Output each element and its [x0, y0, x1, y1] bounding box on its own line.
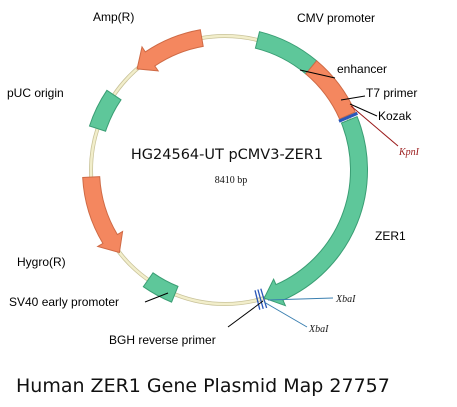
- kpni-label: KpnI: [398, 147, 420, 158]
- puc-origin-feature[interactable]: [88, 89, 122, 132]
- xbai-label-1: XbaI: [335, 294, 356, 305]
- xbai-site-marker-2: [257, 289, 264, 309]
- amp-label: Amp(R): [93, 10, 134, 24]
- zer1-gene-feature[interactable]: [263, 115, 368, 307]
- xbai-site-marker-1: [260, 288, 268, 309]
- hygro-label: Hygro(R): [17, 255, 66, 269]
- enhancer-label: enhancer: [337, 62, 387, 76]
- kozak-label: Kozak: [378, 109, 412, 123]
- t7-leader: [340, 95, 366, 101]
- sv40-promoter-feature[interactable]: [142, 272, 179, 303]
- enhancer-leader: [299, 69, 336, 79]
- feature-layer: [82, 29, 368, 307]
- puc-label: pUC origin: [7, 86, 64, 100]
- hygro-resistance-feature[interactable]: [82, 176, 124, 254]
- xbai-site-marker-3: [254, 290, 261, 310]
- kozak-leader: [349, 103, 378, 117]
- amp-resistance-feature[interactable]: [136, 29, 204, 72]
- sv40-leader: [144, 292, 169, 303]
- kpni-leader: [350, 105, 399, 147]
- enhancer-feature[interactable]: [304, 60, 356, 120]
- leader-lines: [144, 69, 399, 328]
- xbai-leader-2: [263, 301, 308, 328]
- bgh-leader: [227, 300, 264, 328]
- plasmid-size: 8410 bp: [215, 175, 248, 186]
- figure-caption: Human ZER1 Gene Plasmid Map 27757: [16, 375, 390, 397]
- marker-layer: [254, 111, 359, 310]
- t7-primer-marker: [338, 111, 359, 123]
- zer1-label: ZER1: [375, 229, 406, 243]
- xbai-label-2: XbaI: [308, 324, 329, 335]
- t7-label: T7 primer: [366, 86, 417, 100]
- xbai-leader-1: [267, 297, 334, 301]
- sv40-label: SV40 early promoter: [9, 295, 119, 309]
- bgh-label: BGH reverse primer: [109, 333, 216, 347]
- cmv-label: CMV promoter: [297, 11, 375, 25]
- plasmid-name: HG24564-UT pCMV3-ZER1: [131, 147, 323, 163]
- cmv-promoter-feature[interactable]: [254, 31, 318, 75]
